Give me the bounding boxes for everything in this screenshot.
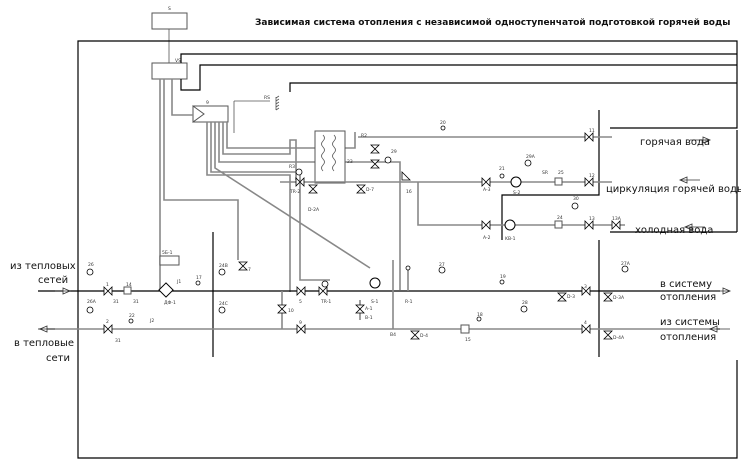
meter-15 [460,324,470,334]
component-label: 11 [589,128,595,134]
valves [103,132,621,340]
component-label: B4 [390,332,396,338]
controller-box-vs [151,62,188,80]
component-label: 30 [573,196,579,202]
component-label: 24 [557,215,563,221]
component-label: A-1 [365,306,373,312]
amplifier-symbol [192,105,205,123]
component-label: D-4 [420,333,428,339]
component-label: 19 [500,274,506,280]
pump-s-2 [510,176,522,188]
component-label: 27A [621,261,631,267]
component-label: A-3 [483,187,491,193]
component-label: 31 [133,299,139,305]
component-label: 28 [522,300,528,306]
thermometers [128,125,505,324]
diagram-title: Зависимая система отопления с независимо… [255,18,730,28]
component-label: 10 [288,308,294,314]
label-to-heat-network-1: в тепловые [14,338,74,349]
component-label: B-1 [365,315,373,321]
component-label: 18 [477,312,483,318]
component-labels: S VS 9 RS R2 23 R3 TR-2 D-2A D-7 29 20 1… [87,6,631,344]
water-meter-kb-1 [504,219,516,231]
component-label: 12 [589,173,595,179]
controller-box-s [151,12,188,30]
component-label: D-4A [613,335,625,341]
component-label: 13 [589,216,595,222]
label-from-heating-1: из системы [660,317,720,328]
label-cold-water: холодная вода [635,225,713,236]
component-label: D-2A [308,207,320,213]
component-label: R3 [289,164,295,170]
component-label: J1 [176,279,181,285]
component-label: 16 [406,189,412,195]
meter-25 [554,177,563,186]
component-label: 26A [87,299,97,305]
outer-frame [77,40,738,459]
component-label: 1 [106,282,109,288]
component-label: 7 [248,267,251,273]
component-label: VS [175,58,181,64]
component-label: S [168,6,171,12]
component-label: 9 [299,320,302,326]
component-label: R2 [361,133,367,139]
component-label: J2 [149,318,154,324]
component-label: 25 [558,170,564,176]
component-label: R-1 [405,299,413,305]
component-label: ДФ-1 [164,300,176,306]
component-label: S-2 [513,190,520,196]
heat-exchanger [314,130,346,184]
label-from-heat-network-1: из тепловых [10,261,76,272]
label-hw-circulation: циркуляция горячей воды [606,184,741,195]
label-to-heating-2: отопления [660,292,716,303]
component-label: S-1 [371,299,378,305]
label-from-heating-2: отопления [660,332,716,343]
component-label: TR-1 [320,299,331,305]
component-label: 20 [440,120,446,126]
box-5b-1 [159,255,180,266]
component-label: SR [542,170,548,176]
component-label: 24B [219,263,228,269]
component-label: 23 [347,159,353,165]
component-label: RS [264,95,270,101]
pressure-gauges [86,156,629,314]
component-label: 29A [526,154,536,160]
component-label: 17 [196,275,202,281]
component-label: 15 [465,337,471,343]
component-label: KB-1 [505,236,516,242]
component-label: 27 [439,262,445,268]
component-label: A-2 [483,235,491,241]
meter-24 [554,220,563,229]
component-label: 13A [612,216,622,222]
component-label: D-3 [567,294,575,300]
component-label: 31 [115,338,121,344]
component-label: 5Б-1 [162,250,173,256]
component-label: D-7 [366,187,374,193]
component-label: 14 [126,282,132,288]
label-to-heating-1: в систему [660,279,712,290]
label-to-heat-network-2: сети [46,353,70,364]
filter-df-1 [158,282,174,298]
component-label: 21 [499,166,505,172]
component-label: 24C [219,301,228,307]
component-label: 3 [584,284,587,290]
meter-14 [123,286,132,295]
component-label: 31 [113,299,119,305]
ground-symbol [233,95,280,133]
component-label: TR-2 [289,189,300,195]
flow-arrows [38,136,732,333]
pump-s-1 [369,277,381,289]
component-label: 2 [106,319,109,325]
label-hot-water: горячая вода [640,137,710,148]
label-from-heat-network-2: сетей [38,275,68,286]
component-label: 9 [206,100,209,106]
component-label: 22 [129,313,135,319]
component-label: 5 [299,299,302,305]
component-label: D-3A [613,295,625,301]
component-label: 4 [584,320,587,326]
component-label: 26 [88,262,94,268]
component-label: 29 [391,149,397,155]
